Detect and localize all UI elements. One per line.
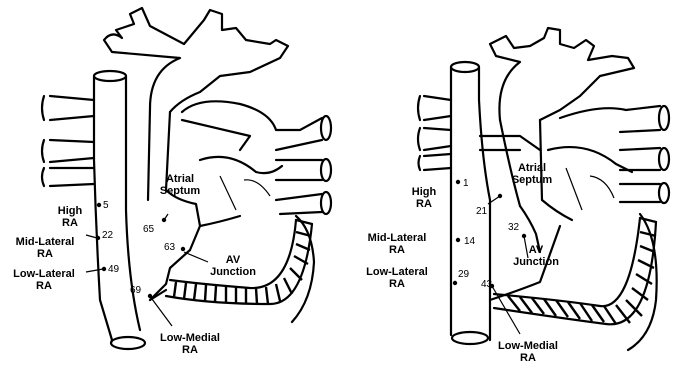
right-av-ring bbox=[494, 218, 656, 324]
right-dot-low-lateral-ra bbox=[453, 281, 457, 285]
left-value-low-lateral-ra: 49 bbox=[108, 264, 120, 275]
left-value-atrial-septum: 65 bbox=[143, 224, 155, 235]
right-label-mid-lateral-ra-1: Mid-Lateral bbox=[368, 232, 427, 244]
left-label-mid-lateral-ra-2: RA bbox=[37, 248, 53, 260]
left-label-high-ra-2: RA bbox=[62, 217, 78, 229]
left-value-mid-lateral-ra: 22 bbox=[102, 230, 114, 241]
left-label-atrial-septum-1: Atrial bbox=[166, 173, 194, 185]
left-label-high-ra-1: High bbox=[58, 205, 83, 217]
left-dot-low-medial-ra bbox=[148, 294, 152, 298]
right-value-low-lateral-ra: 29 bbox=[458, 269, 470, 280]
left-label-low-lateral-ra-2: RA bbox=[36, 280, 52, 292]
left-value-av-junction: 63 bbox=[164, 242, 176, 253]
left-value-high-ra: 5 bbox=[103, 200, 109, 211]
left-value-low-medial-ra: 69 bbox=[130, 285, 142, 296]
left-label-low-medial-ra-2: RA bbox=[182, 344, 198, 356]
right-label-high-ra-1: High bbox=[412, 186, 437, 198]
right-label-atrial-septum-2: Septum bbox=[512, 174, 553, 186]
left-label-low-medial-ra-1: Low-Medial bbox=[160, 332, 220, 344]
left-heart: High RA 5 Mid-Lateral RA 22 Low-Lateral … bbox=[13, 8, 331, 356]
right-label-low-lateral-ra-1: Low-Lateral bbox=[366, 266, 428, 278]
right-value-av-junction: 32 bbox=[508, 222, 520, 233]
right-dot-high-ra bbox=[456, 180, 460, 184]
left-left-atrium bbox=[182, 101, 331, 214]
left-dot-av-junction bbox=[181, 247, 185, 251]
left-labels: High RA 5 Mid-Lateral RA 22 Low-Lateral … bbox=[13, 173, 256, 356]
right-label-atrial-septum-1: Atrial bbox=[518, 162, 546, 174]
right-heart: High RA 1 Mid-Lateral RA 14 Low-Lateral … bbox=[366, 28, 669, 364]
right-pulmonary-veins-left bbox=[418, 96, 451, 170]
right-label-high-ra-2: RA bbox=[416, 198, 432, 210]
right-label-low-medial-ra-1: Low-Medial bbox=[498, 340, 558, 352]
left-dot-high-ra bbox=[97, 203, 101, 207]
right-label-mid-lateral-ra-2: RA bbox=[389, 244, 405, 256]
left-label-mid-lateral-ra-1: Mid-Lateral bbox=[16, 236, 75, 248]
right-value-high-ra: 1 bbox=[463, 178, 469, 189]
right-value-atrial-septum: 21 bbox=[476, 206, 488, 217]
left-electrode-dots bbox=[86, 203, 208, 326]
right-value-low-medial-ra: 43 bbox=[481, 279, 493, 290]
right-vena-cava bbox=[451, 62, 490, 344]
right-labels: High RA 1 Mid-Lateral RA 14 Low-Lateral … bbox=[366, 162, 559, 364]
left-vena-cava bbox=[94, 71, 145, 349]
right-label-av-junction-2: Junction bbox=[513, 256, 559, 268]
right-label-low-lateral-ra-2: RA bbox=[389, 278, 405, 290]
left-pulmonary-veins-left bbox=[42, 96, 94, 186]
right-label-av-junction-1: AV bbox=[529, 244, 544, 256]
left-label-atrial-septum-2: Septum bbox=[160, 185, 201, 197]
left-label-low-lateral-ra-1: Low-Lateral bbox=[13, 268, 75, 280]
right-dot-mid-lateral-ra bbox=[456, 238, 460, 242]
left-label-av-junction-2: Junction bbox=[210, 266, 256, 278]
right-value-mid-lateral-ra: 14 bbox=[464, 236, 476, 247]
left-label-av-junction-1: AV bbox=[226, 254, 241, 266]
right-label-low-medial-ra-2: RA bbox=[520, 352, 536, 364]
